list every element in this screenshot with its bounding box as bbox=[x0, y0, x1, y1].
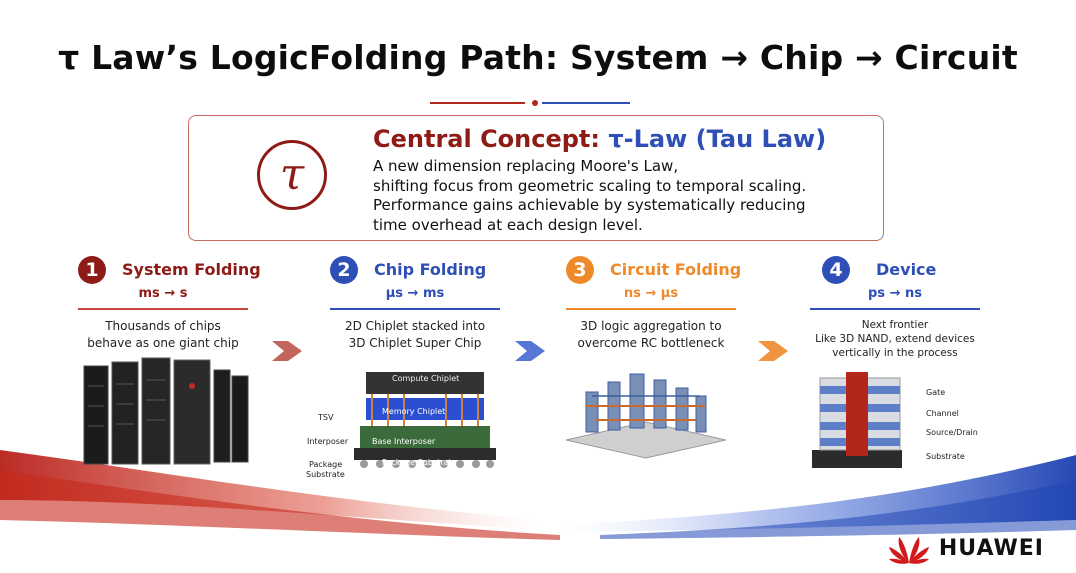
3d-logic-image bbox=[566, 373, 726, 459]
label-base-interposer: Base Interposer bbox=[372, 437, 436, 446]
step-divider bbox=[566, 308, 736, 310]
arrow-right-icon bbox=[272, 341, 302, 361]
step-description: Next frontier Like 3D NAND, extend devic… bbox=[810, 318, 980, 360]
label-interposer: Interposer bbox=[307, 437, 349, 446]
step-title: Circuit Folding bbox=[610, 260, 742, 279]
step-timescale: ps → ns bbox=[868, 286, 922, 301]
label-memory-chiplet: Memory Chiplet bbox=[382, 407, 446, 416]
tau-icon: τ bbox=[257, 140, 327, 210]
concept-line: time overhead at each design level. bbox=[373, 215, 643, 234]
server-rack-image bbox=[83, 357, 249, 465]
step-timescale: ns → μs bbox=[623, 286, 679, 301]
step-number-badge: 1 bbox=[78, 256, 106, 284]
step-circuit-folding: 3 Circuit Folding ns → μs 3D logic aggre… bbox=[566, 250, 766, 470]
huawei-wordmark: HUAWEI bbox=[938, 535, 1044, 561]
label-substrate: Substrate bbox=[926, 452, 965, 461]
desc-line: Like 3D NAND, extend devices bbox=[815, 333, 975, 345]
chiplet-stack-image bbox=[354, 372, 496, 468]
desc-line: behave as one giant chip bbox=[87, 336, 239, 350]
concept-title-prefix: Central Concept: bbox=[373, 125, 609, 153]
label-substrate: Substrate bbox=[306, 470, 345, 479]
step-timescale: ms → s bbox=[138, 286, 188, 301]
desc-line: vertically in the process bbox=[832, 347, 958, 359]
concept-line: A new dimension replacing Moore's Law, bbox=[373, 157, 679, 175]
desc-line: 3D Chiplet Super Chip bbox=[348, 336, 482, 350]
huawei-logo-icon bbox=[888, 537, 929, 564]
step-divider bbox=[330, 308, 500, 310]
label-channel: Channel bbox=[926, 409, 959, 418]
desc-line: 2D Chiplet stacked into bbox=[344, 319, 486, 333]
label-tsv: TSV bbox=[318, 413, 334, 422]
huawei-brand: HUAWEI bbox=[887, 531, 1044, 565]
label-package: Package bbox=[309, 460, 343, 469]
arrow-right-icon bbox=[758, 341, 788, 361]
step-description: Thousands of chips behave as one giant c… bbox=[78, 318, 248, 352]
step-number-badge: 3 bbox=[566, 256, 594, 284]
step-timescale: μs → ms bbox=[385, 286, 445, 301]
concept-description: A new dimension replacing Moore's Law, s… bbox=[373, 157, 806, 235]
concept-line: shifting focus from geometric scaling to… bbox=[373, 176, 807, 195]
desc-line: Thousands of chips bbox=[105, 319, 221, 333]
concept-title-name: τ-Law (Tau Law) bbox=[608, 125, 827, 153]
step-system-folding: 1 System Folding ms → s Thousands of chi… bbox=[78, 250, 278, 470]
step-device: 4 Device ps → ns Next frontier Like 3D N… bbox=[810, 250, 1010, 470]
label-package-substrate: Package Substrate bbox=[382, 458, 457, 467]
title-divider bbox=[430, 100, 630, 106]
desc-line: Next frontier bbox=[861, 319, 929, 331]
step-number-badge: 2 bbox=[330, 256, 358, 284]
concept-line: Performance gains achievable by systemat… bbox=[373, 196, 806, 214]
desc-line: overcome RC bottleneck bbox=[577, 336, 725, 350]
label-compute-chiplet: Compute Chiplet bbox=[392, 374, 460, 383]
step-chip-folding: 2 Chip Folding μs → ms 2D Chiplet stacke… bbox=[330, 250, 530, 470]
label-gate: Gate bbox=[926, 388, 946, 397]
concept-title: Central Concept: τ-Law (Tau Law) bbox=[373, 125, 826, 153]
page-title: τ Law’s LogicFolding Path: System → Chip… bbox=[58, 38, 1018, 77]
step-divider bbox=[78, 308, 248, 310]
step-title: System Folding bbox=[122, 260, 261, 279]
label-source-drain: Source/Drain bbox=[926, 428, 978, 437]
step-description: 3D logic aggregation to overcome RC bott… bbox=[566, 318, 736, 352]
step-divider bbox=[810, 308, 980, 310]
step-title: Chip Folding bbox=[374, 260, 487, 279]
step-number-badge: 4 bbox=[822, 256, 850, 284]
vertical-device-image bbox=[812, 372, 902, 468]
arrow-right-icon bbox=[515, 341, 545, 361]
step-title: Device bbox=[876, 260, 937, 279]
desc-line: 3D logic aggregation to bbox=[580, 319, 722, 333]
step-description: 2D Chiplet stacked into 3D Chiplet Super… bbox=[330, 318, 500, 352]
